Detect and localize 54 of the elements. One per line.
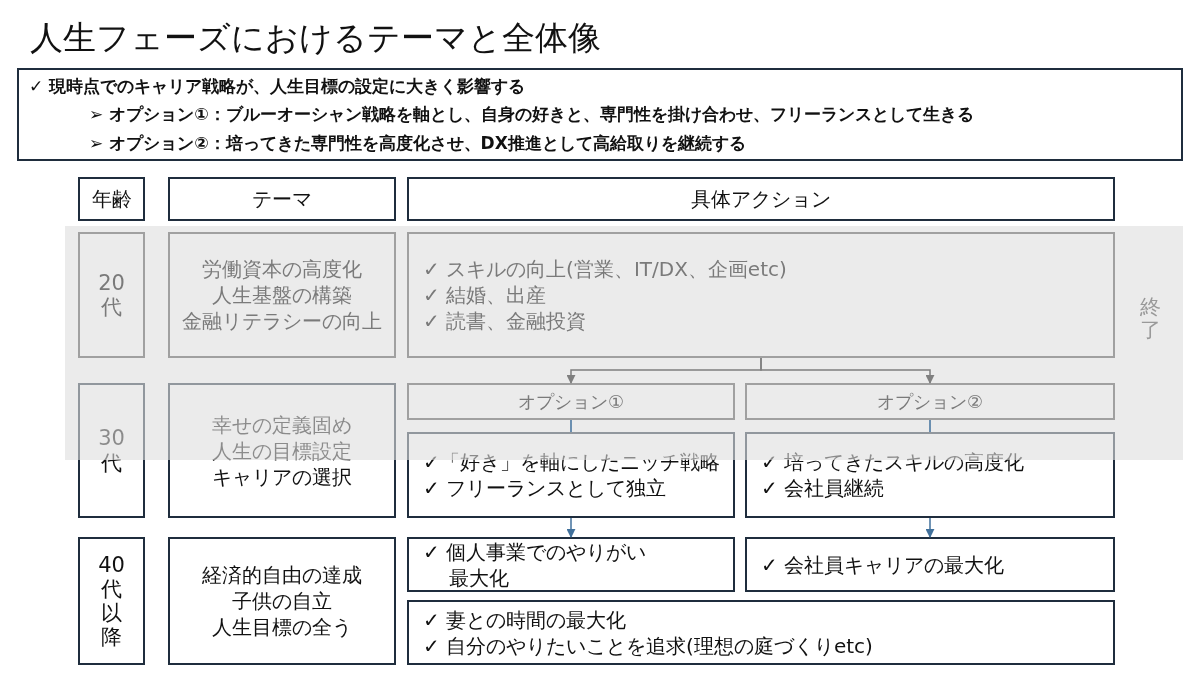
action-box [407, 600, 1115, 665]
connector-arrow [566, 517, 576, 538]
age-cell [78, 232, 145, 358]
cell-text: 人生基盤の構築 [212, 282, 352, 308]
cell-text: ✓ 読書、金融投資 [423, 308, 587, 334]
table-cell [407, 383, 735, 420]
cell-text: ✓ 会社員キャリアの最大化 [761, 551, 1005, 578]
cell-text: ✓ 培ってきたスキルの高度化 [761, 449, 1025, 475]
status-label: 終了 [1140, 296, 1161, 343]
action-box [745, 537, 1115, 592]
action-box [407, 537, 735, 592]
table-cell [78, 177, 145, 221]
cell-text: ✓「好き」を軸にしたニッチ戦略 [423, 449, 720, 475]
cell-text: ✓ 結婚、出産 [423, 282, 547, 308]
table-cell [168, 383, 396, 518]
action-box [407, 432, 735, 518]
cell-text: ➢ オプション②：培ってきた専門性を高度化させ、DX推進として高給取りを継続する [89, 131, 746, 155]
cell-text: 経済的自由の達成 [202, 562, 362, 588]
summary-box [17, 68, 1183, 161]
table-cell [168, 537, 396, 665]
age-cell [78, 383, 145, 518]
cell-text: オプション② [876, 389, 984, 414]
cell-text: ✓ 会社員継続 [761, 475, 885, 501]
cell-text: 人生目標の全う [212, 614, 352, 640]
cell-text: 子供の自立 [232, 588, 332, 614]
action-box [407, 232, 1115, 358]
cell-text: テーマ [252, 186, 312, 212]
cell-text: 20代 [97, 270, 126, 320]
cell-text: オプション① [517, 389, 625, 414]
cell-text: 人生の目標設定 [212, 437, 352, 464]
cell-text: 30代 [97, 426, 126, 475]
table-cell [168, 177, 396, 221]
cell-text: 金融リテラシーの向上 [182, 308, 382, 334]
cell-text: ✓ 自分のやりたいことを追求(理想の庭づくりetc) [423, 632, 873, 659]
cell-text: キャリアの選択 [212, 463, 352, 490]
table-cell [745, 383, 1115, 420]
connector-arrow [760, 357, 935, 384]
connector-arrow [925, 517, 935, 538]
cell-text: ✓ 個人事業でのやりがい最大化 [423, 538, 648, 591]
cell-text: 労働資本の高度化 [202, 256, 362, 282]
age-cell [78, 537, 145, 665]
cell-text: ✓ 現時点でのキャリア戦略が、人生目標の設定に大きく影響する [29, 75, 526, 99]
cell-text: ✓ フリーランスとして独立 [423, 475, 667, 501]
table-cell [407, 177, 1115, 221]
cell-text: ✓ 妻との時間の最大化 [423, 606, 627, 633]
cell-text: 年齢 [91, 186, 132, 212]
cell-text: ✓ スキルの向上(営業、IT/DX、企画etc) [423, 256, 787, 282]
cell-text: 40代以降 [97, 552, 126, 650]
cell-text: ➢ オプション①：ブルーオーシャン戦略を軸とし、自身の好きと、専門性を掛け合わせ、フリーランスとして生きる [89, 103, 974, 127]
cell-text: 幸せの定義固め [212, 411, 352, 438]
cell-text: 具体アクション [691, 186, 831, 212]
page-title: 人生フェーズにおけるテーマと全体像 [30, 17, 601, 59]
table-cell [168, 232, 396, 358]
action-box [745, 432, 1115, 518]
